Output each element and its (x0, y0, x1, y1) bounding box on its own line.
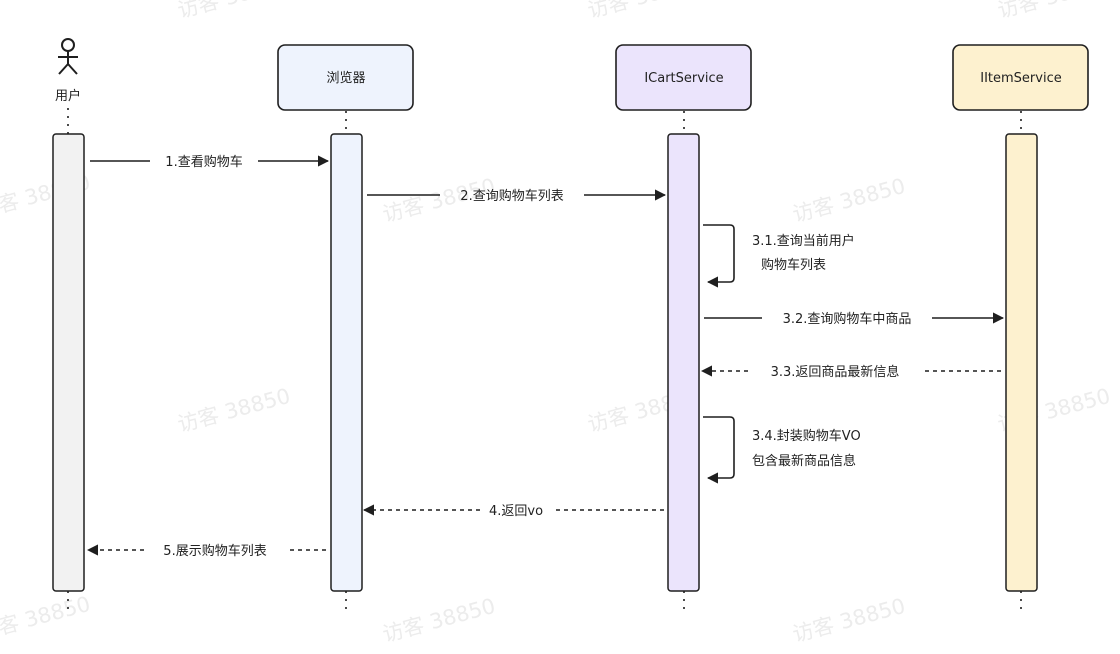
activation-bar-item (1005, 133, 1038, 592)
message-label: 3.3.返回商品最新信息 (771, 364, 900, 380)
participant-cart-label: ICartService (644, 71, 723, 86)
watermark: 访客 38850 (380, 594, 498, 647)
participant-item-box (952, 44, 1089, 111)
lifelines (67, 108, 1022, 612)
actor-user (58, 38, 78, 75)
person-icon (61, 38, 75, 52)
activation-bar-cart (667, 133, 700, 592)
message-3-2: 3.2.查询购物车中商品 (704, 311, 1005, 327)
message-4: 4.返回vo (362, 504, 664, 519)
message-label: 4.返回vo (489, 504, 543, 519)
message-label-line: 购物车列表 (761, 257, 826, 273)
message-label: 5.展示购物车列表 (163, 543, 266, 559)
message-label: 1.查看购物车 (165, 154, 242, 170)
message-1: 1.查看购物车 (90, 154, 330, 170)
participant-browser-box (277, 44, 414, 111)
message-3-3: 3.3.返回商品最新信息 (700, 364, 1001, 380)
actor-label: 用户 (55, 88, 81, 104)
watermark: 访客 38850 (790, 174, 908, 227)
activation-bar-browser (330, 133, 363, 592)
message-label-line: 3.4.封装购物车VO (752, 428, 861, 444)
message-3-1-self-call: 3.1.查询当前用户 购物车列表 (703, 224, 855, 288)
watermark: 访客 38850 (995, 0, 1113, 23)
message-3-4-self-call: 3.4.封装购物车VO 包含最新商品信息 (703, 416, 861, 484)
watermark: 访客 38850 (0, 592, 93, 645)
message-2: 2.查询购物车列表 (367, 188, 667, 204)
message-label-line: 3.1.查询当前用户 (752, 233, 855, 249)
activation-bar-user (52, 133, 85, 592)
message-label: 2.查询购物车列表 (460, 188, 563, 204)
message-label-line: 包含最新商品信息 (752, 453, 856, 469)
participant-item-label: IItemService (980, 71, 1061, 86)
participant-cart-box (615, 44, 752, 111)
message-5: 5.展示购物车列表 (86, 543, 326, 559)
watermark: 访客 38850 (175, 384, 293, 437)
watermark: 访客 38850 (585, 0, 703, 23)
message-label: 3.2.查询购物车中商品 (783, 311, 912, 327)
participant-browser-label: 浏览器 (326, 70, 365, 86)
watermark: 访客 38850 (175, 0, 293, 23)
watermark: 访客 38850 (790, 594, 908, 647)
